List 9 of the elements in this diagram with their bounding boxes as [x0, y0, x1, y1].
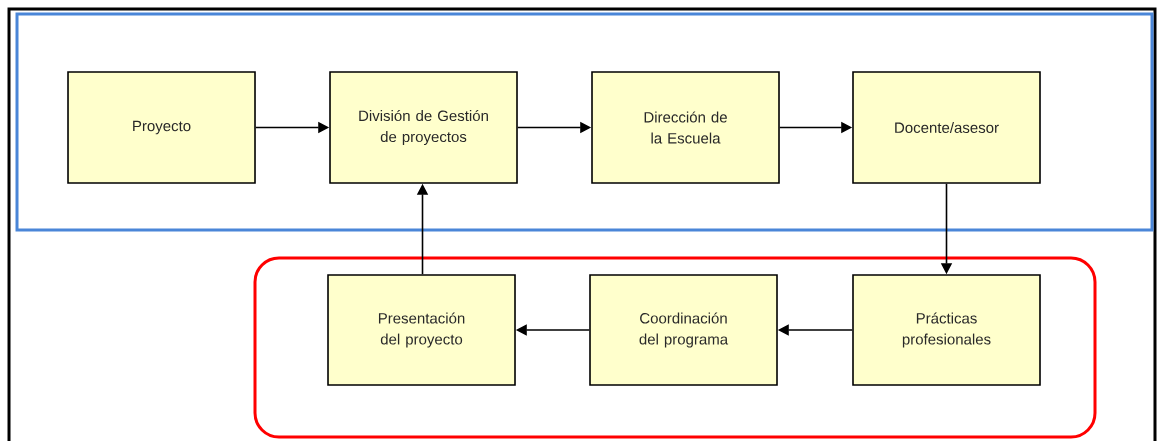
process-box: Dirección de la Escuela [591, 71, 780, 184]
process-box: Docente/asesor [852, 71, 1041, 184]
process-box: División de Gestión de proyectos [329, 71, 518, 184]
group-frame [253, 256, 1097, 439]
process-box: Presentación del proyecto [327, 274, 516, 386]
process-box: Coordinación del programa [589, 274, 778, 386]
process-box: Prácticas profesionales [852, 274, 1041, 386]
group-frame [15, 12, 1154, 232]
process-box: Proyecto [67, 71, 256, 184]
